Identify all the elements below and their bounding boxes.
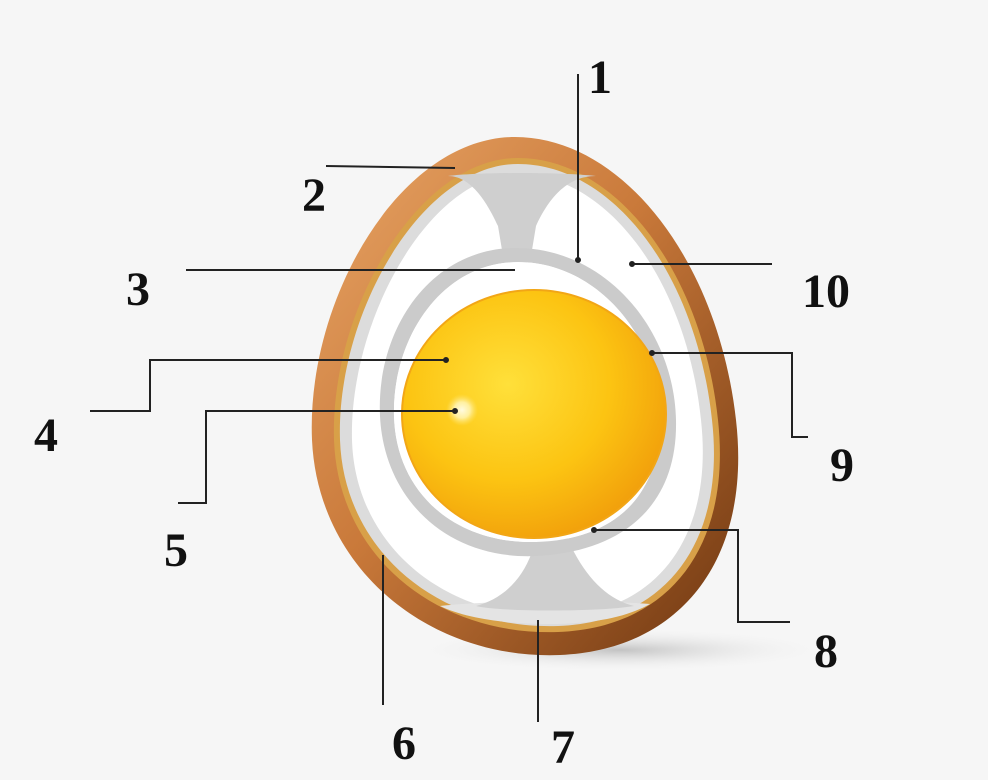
- callout-label-8: 8: [814, 628, 838, 676]
- callout-label-1: 1: [588, 54, 612, 102]
- yolk: [402, 290, 666, 538]
- callout-label-10: 10: [802, 268, 850, 316]
- leader-dot-10: [630, 262, 634, 266]
- callout-label-9: 9: [830, 442, 854, 490]
- leader-dot-9: [650, 351, 654, 355]
- callout-label-5: 5: [164, 527, 188, 575]
- callout-label-6: 6: [392, 720, 416, 768]
- leader-dot-4: [444, 358, 448, 362]
- leader-dot-5: [453, 409, 457, 413]
- callout-label-4: 4: [34, 412, 58, 460]
- leader-dot-8: [592, 528, 596, 532]
- callout-label-3: 3: [126, 266, 150, 314]
- leader-dot-1: [576, 258, 580, 262]
- callout-label-2: 2: [302, 172, 326, 220]
- callout-label-7: 7: [551, 724, 575, 772]
